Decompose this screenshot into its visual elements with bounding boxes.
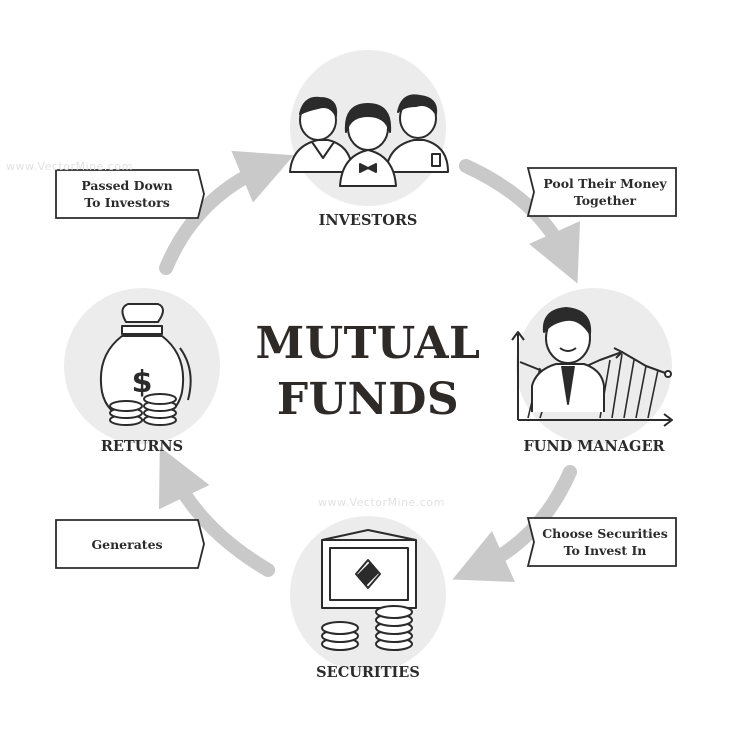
step-passed-line-2: To Investors xyxy=(84,195,170,210)
arrow-returns-to-investors xyxy=(159,150,294,275)
step-tag-choose: Choose Securities To Invest In xyxy=(534,518,676,566)
node-label-investors: INVESTORS xyxy=(318,212,418,229)
step-pool-line-2: Together xyxy=(573,193,637,208)
svg-text:$: $ xyxy=(132,365,153,400)
tag-box-passed xyxy=(55,169,205,219)
step-choose-line-2: To Invest In xyxy=(563,543,647,558)
fund-manager-icon xyxy=(511,307,673,427)
title-line-2: FUNDS xyxy=(276,374,460,425)
securities-icon xyxy=(321,529,417,651)
step-choose-line-1: Choose Securities xyxy=(542,526,668,541)
node-label-returns: RETURNS xyxy=(100,438,184,455)
tag-box-generates xyxy=(55,519,205,569)
diagram-title: MUTUAL FUNDS xyxy=(228,316,508,428)
arrow-securities-to-returns xyxy=(158,446,275,577)
step-tag-passed: Passed Down To Investors xyxy=(56,170,198,218)
step-tag-generates: Generates xyxy=(56,520,198,568)
tag-box-choose xyxy=(526,517,677,567)
step-pool-line-1: Pool Their Money xyxy=(543,176,667,191)
returns-icon: $ xyxy=(99,303,192,426)
node-label-fund-manager: FUND MANAGER xyxy=(523,438,665,455)
step-tag-pool: Pool Their Money Together xyxy=(534,168,676,216)
watermark-center: www.VectorMine.com xyxy=(318,496,445,509)
node-label-securities: SECURITIES xyxy=(316,664,420,681)
tag-box-pool xyxy=(526,167,677,217)
watermark-left: www.VectorMine.com xyxy=(6,160,133,173)
title-line-1: MUTUAL xyxy=(255,318,481,369)
arrow-investors-to-manager xyxy=(459,159,581,284)
step-generates-line-1: Generates xyxy=(91,536,163,552)
step-passed-line-1: Passed Down xyxy=(81,178,173,193)
investors-icon xyxy=(289,94,449,187)
